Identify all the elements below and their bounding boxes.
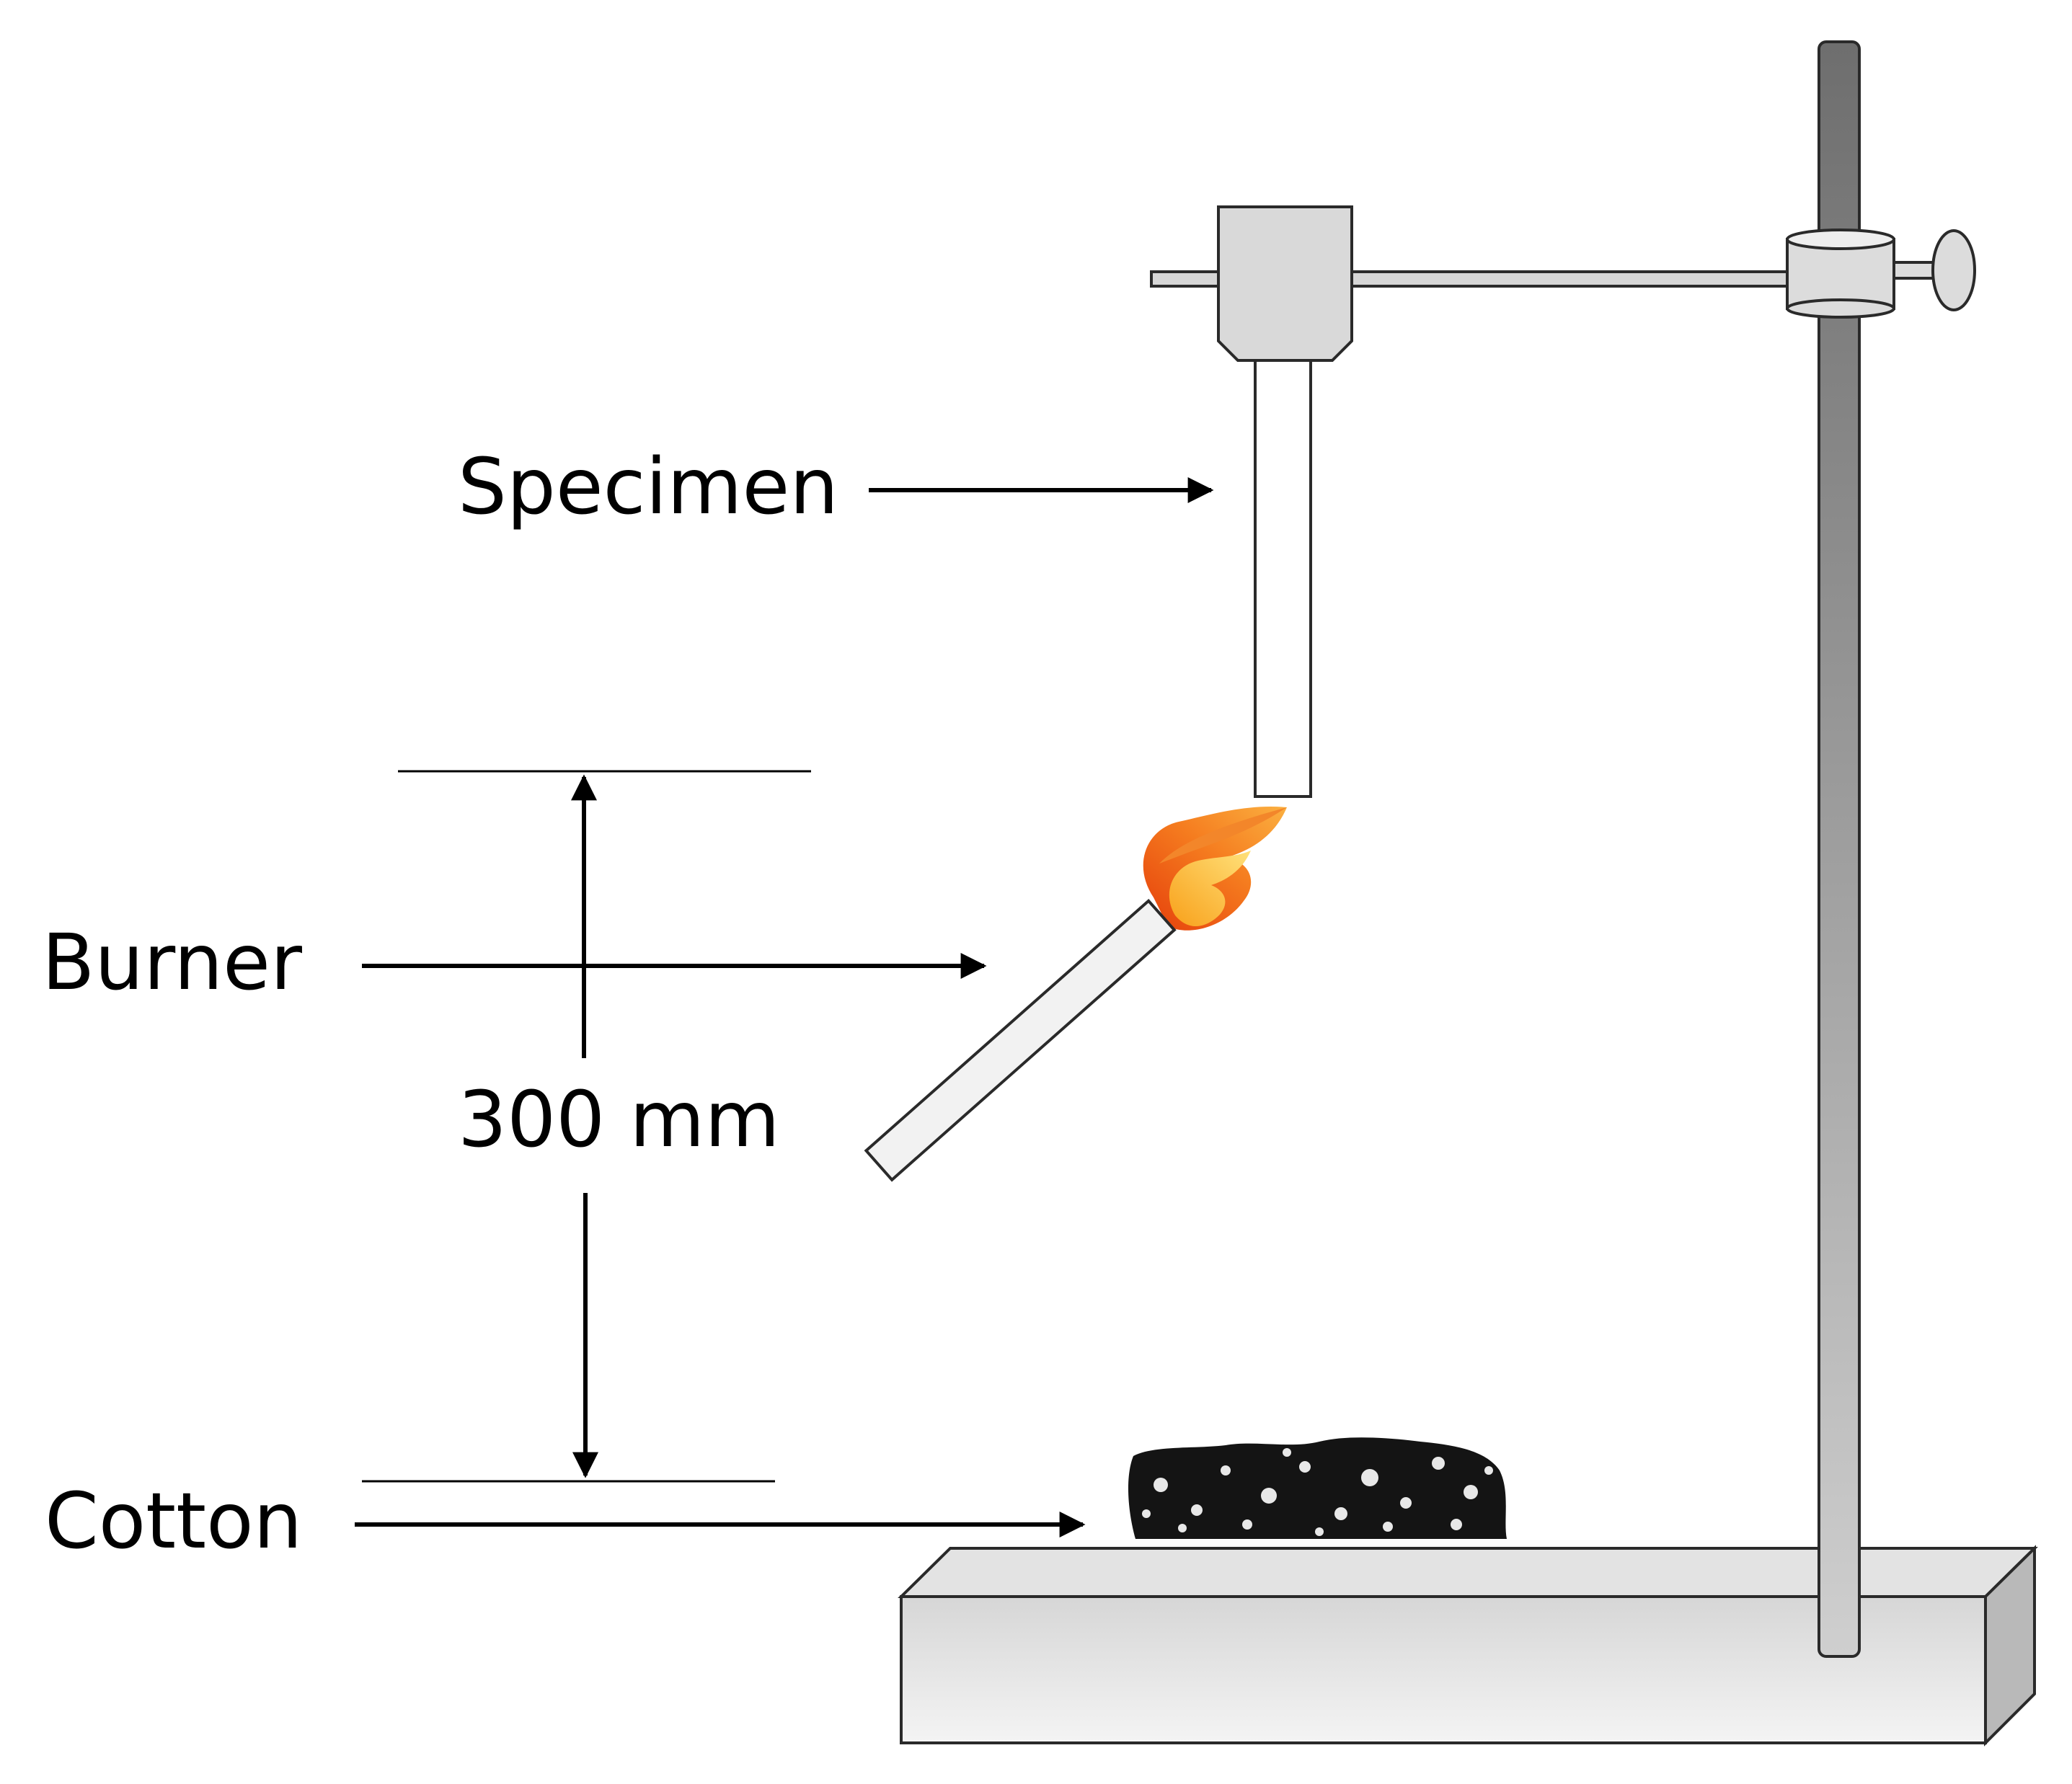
cotton-label: Cotton: [45, 1477, 302, 1566]
cotton-pad: [1128, 1437, 1507, 1539]
burner-label: Burner: [42, 918, 302, 1008]
base-top-face: [898, 1547, 2038, 1598]
stand-rod: [1818, 40, 1861, 1658]
base-block: [898, 1545, 2038, 1747]
specimen-label: Specimen: [458, 443, 838, 532]
distance-label: 300 mm: [458, 1075, 780, 1165]
clamp-knob: [1931, 229, 1976, 311]
base-front-face: [900, 1595, 1987, 1744]
specimen-strip: [1254, 359, 1312, 798]
burner-tube: [864, 898, 1177, 1182]
boss-clamp: [1786, 228, 1976, 319]
specimen-clamp: [1217, 205, 1353, 362]
flame-icon: [1143, 807, 1287, 931]
